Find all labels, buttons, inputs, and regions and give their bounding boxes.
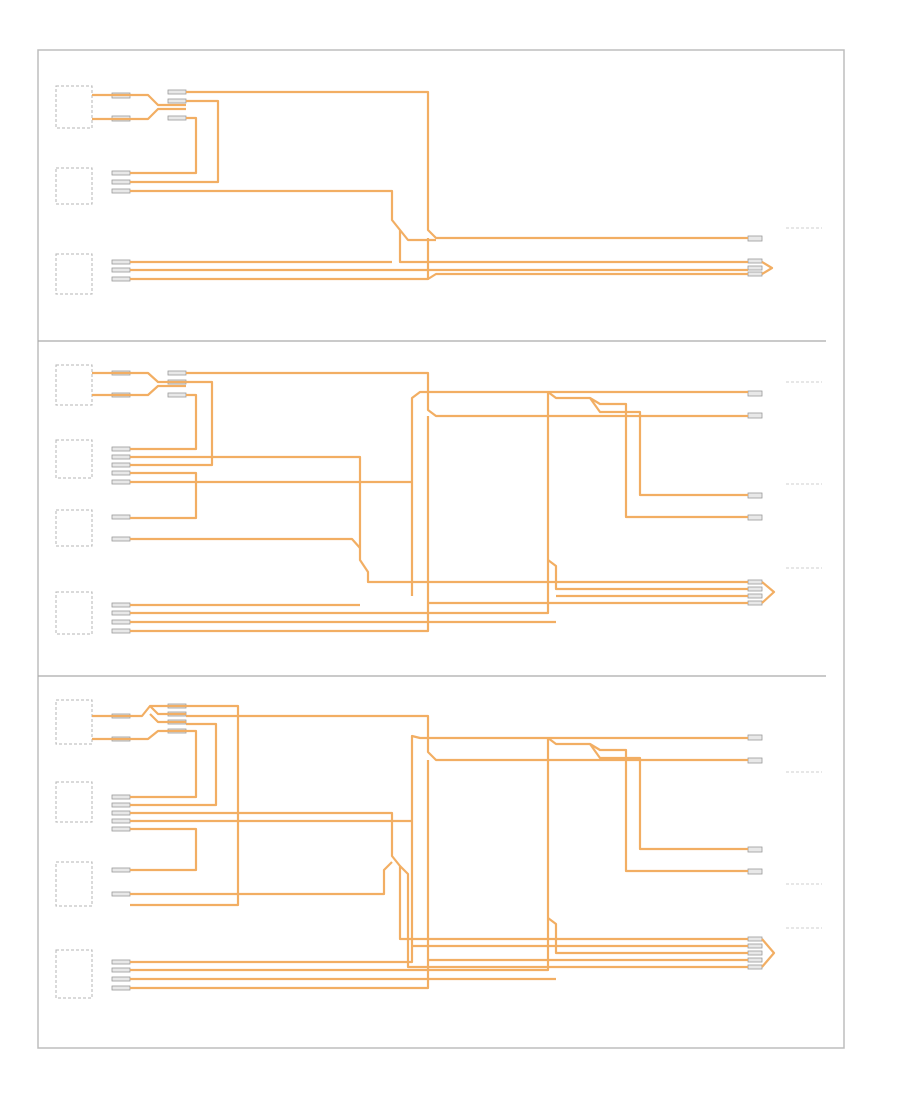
component-box	[55, 439, 93, 479]
diagram-frame	[37, 49, 845, 1049]
section-2	[55, 364, 822, 635]
section-3	[55, 699, 822, 999]
component-box	[55, 591, 93, 635]
component-box	[55, 509, 93, 547]
component-box	[55, 364, 93, 406]
component-box	[55, 85, 93, 129]
component-box	[55, 253, 93, 295]
component-box	[55, 781, 93, 823]
component-box	[55, 949, 93, 999]
component-box	[55, 167, 93, 205]
section-1	[55, 85, 822, 295]
component-box	[55, 861, 93, 907]
wire-group	[92, 90, 774, 281]
wire-group	[92, 704, 776, 990]
component-box	[55, 699, 93, 745]
wire-group	[92, 371, 776, 633]
